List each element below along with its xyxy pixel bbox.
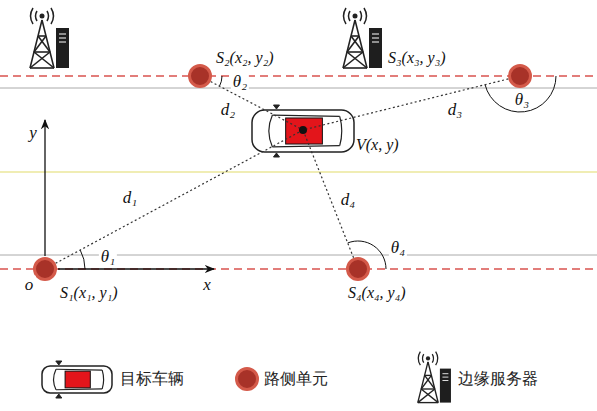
angle-label: θ₃	[513, 91, 531, 110]
node-label: S₁(x₁, y₁)	[60, 284, 118, 302]
roadside-unit-shape	[188, 64, 212, 88]
node-label: V(x, y)	[356, 136, 399, 154]
legend-label: 路侧单元	[264, 370, 328, 388]
node-label: S₄(x₄, y₄)	[348, 284, 406, 302]
angle-label: θ₁	[99, 248, 117, 267]
roadside-unit: S₃(x₃, y₃)	[508, 64, 532, 88]
node-label: S₂(x₂, y₂)	[216, 49, 274, 67]
vehicle-icon	[42, 361, 112, 398]
vehicle-point: V(x, y)	[299, 126, 307, 134]
distance-line	[307, 79, 508, 129]
distance-label: d₁	[121, 189, 139, 208]
angle-arc	[219, 76, 222, 86]
distance-label: d₄	[339, 191, 357, 210]
roadside-unit-shape	[508, 64, 532, 88]
angle-label: θ₄	[389, 239, 407, 258]
axis-label: x	[201, 276, 213, 295]
edge-server-icon	[30, 8, 69, 68]
distance-line	[211, 82, 300, 129]
lane-boundary	[0, 268, 597, 269]
legend-label: 目标车辆	[120, 370, 184, 388]
angle-arc	[80, 250, 85, 269]
roadside-unit-shape	[33, 257, 57, 281]
lane-boundary	[0, 75, 597, 76]
roadside-unit: S₄(x₄, y₄)	[346, 257, 370, 281]
roadside-unit-shape	[346, 257, 370, 281]
vehicle-point-shape	[299, 126, 307, 134]
road-edge	[0, 88, 597, 89]
roadside-unit: S₁(x₁, y₁)	[33, 257, 57, 281]
distance-line	[56, 132, 300, 263]
roadside-unit: S₂(x₂, y₂)	[188, 64, 212, 88]
distance-label: d₃	[446, 101, 464, 120]
center-line	[0, 171, 597, 172]
node-label: S₃(x₃, y₃)	[388, 49, 446, 67]
roadside-unit-sample	[237, 369, 258, 390]
axis-label: y	[27, 124, 39, 143]
legend-label: 边缘服务器	[458, 370, 538, 388]
vehicle-icon	[252, 105, 354, 157]
road-edge	[0, 255, 597, 256]
distance-label: d₂	[219, 101, 237, 120]
x-axis	[58, 268, 214, 269]
edge-server-icon	[418, 352, 451, 403]
edge-server-icon	[343, 8, 382, 68]
angle-label: θ₂	[231, 73, 249, 92]
y-axis	[44, 120, 45, 256]
axis-label: o	[23, 276, 36, 295]
